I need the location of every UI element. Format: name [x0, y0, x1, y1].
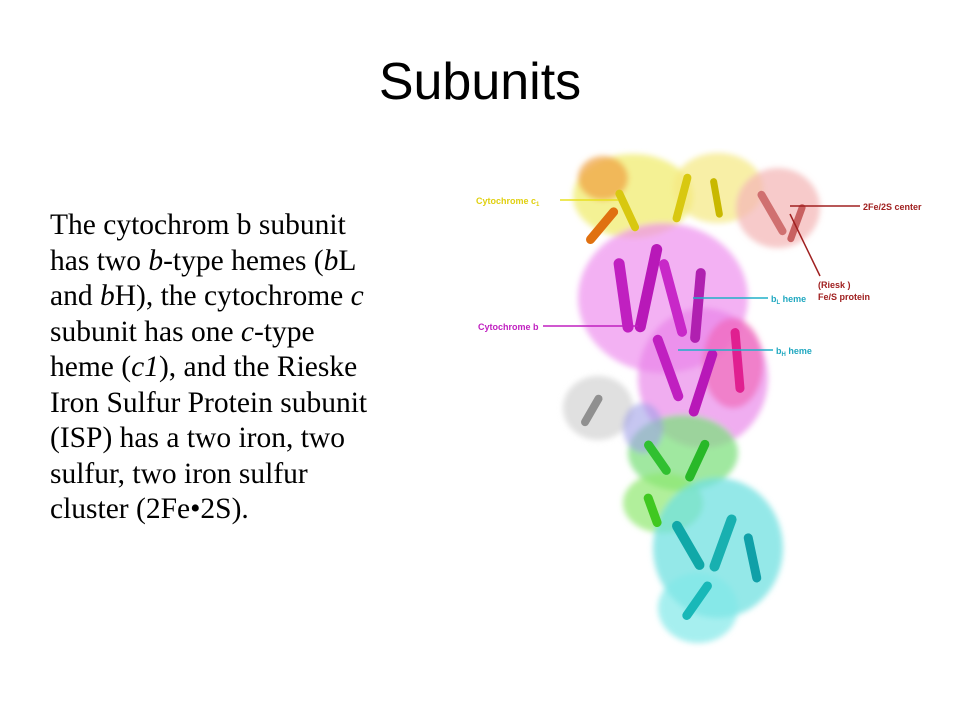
body-italic-run: b: [323, 244, 339, 277]
bl-heme-label: bL heme: [771, 294, 806, 306]
body-run: subunit has one: [50, 315, 241, 348]
body-run: -type hemes (: [163, 244, 324, 277]
body-italic-run: c: [240, 315, 255, 348]
2fe2s-center-label: 2Fe/2S center: [863, 202, 922, 212]
body-line: The cytochrom b subunit: [50, 208, 470, 244]
body-run: sulfur, two iron sulfur: [50, 457, 308, 490]
body-run: (ISP) has a two iron, two: [50, 422, 345, 454]
fes-protein-label: Fe/S protein: [818, 292, 870, 302]
body-italic-run: b: [148, 244, 164, 277]
body-line: heme (c1), and the Rieske: [50, 350, 470, 386]
body-run: H), the cytochrome: [114, 280, 351, 312]
body-line: sulfur, two iron sulfur: [50, 457, 470, 493]
protein-structure-figure: Cytochrome c1 2Fe/2S center (Riesk ) Fe/…: [468, 148, 948, 656]
body-italic-run: b: [99, 280, 115, 312]
protein-helices: [581, 173, 806, 620]
body-line: Iron Sulfur Protein subunit: [50, 386, 470, 422]
body-run: heme (: [50, 351, 132, 383]
body-line: has two b-type hemes (bL: [50, 244, 470, 280]
body-run: The cytochrom b subunit: [50, 209, 346, 241]
body-run: ), and the Rieske: [158, 351, 358, 383]
riesk-label: (Riesk ): [818, 280, 851, 290]
slide-title: Subunits: [378, 53, 582, 111]
body-run: Iron Sulfur Protein subunit: [50, 386, 368, 419]
protein-surface: [563, 153, 820, 643]
bh-heme-label: bH heme: [776, 346, 812, 358]
body-run: L: [338, 244, 357, 277]
body-run: and: [50, 280, 100, 312]
body-run: cluster (2Fe•2S).: [50, 493, 249, 525]
body-line: (ISP) has a two iron, two: [50, 421, 470, 457]
body-line: cluster (2Fe•2S).: [50, 492, 470, 528]
body-italic-run: c1: [131, 351, 159, 383]
cytochrome-c1-label: Cytochrome c1: [476, 196, 540, 208]
body-line: subunit has one c-type: [50, 315, 470, 351]
body-italic-run: c: [350, 280, 364, 312]
callout-lines: [543, 199, 860, 351]
body-run: -type: [254, 315, 315, 348]
cytochrome-b-label: Cytochrome b: [478, 322, 539, 332]
body-run: has two: [50, 244, 149, 277]
body-line: and bH), the cytochrome c: [50, 279, 470, 315]
